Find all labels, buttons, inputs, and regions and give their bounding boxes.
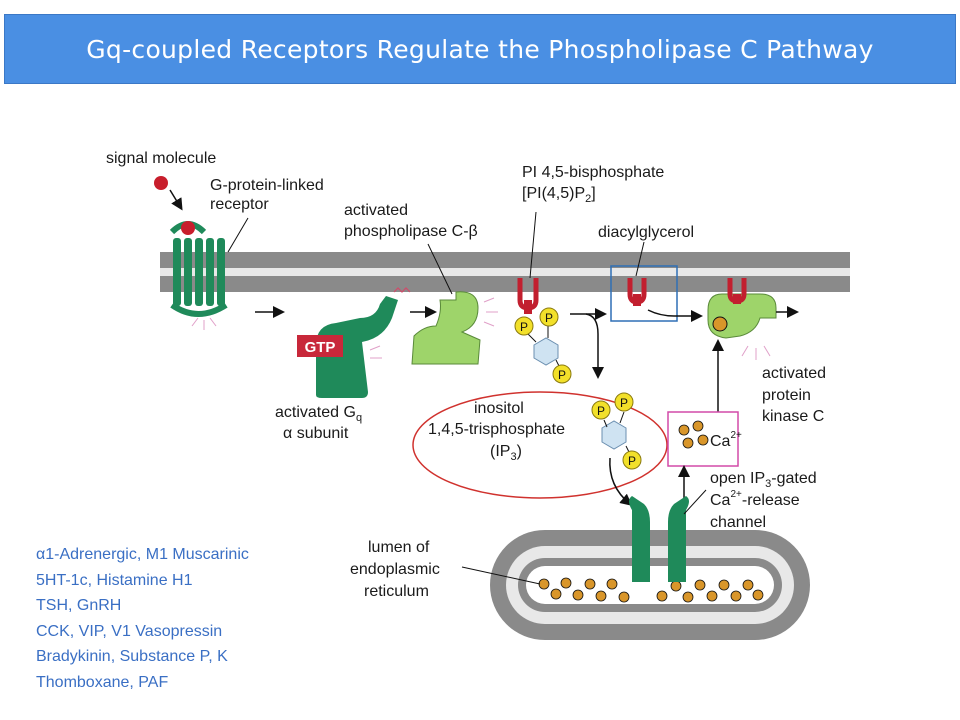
- label-gq-line1: activated Gq: [275, 404, 362, 424]
- label-ip3-line1: inositol: [474, 400, 524, 417]
- receptor-list-item: 5HT-1c, Histamine H1: [36, 571, 193, 589]
- label-er-line3: reticulum: [364, 583, 429, 600]
- phosphate-2: P: [545, 311, 553, 325]
- ip3-phosphate-3: P: [628, 454, 636, 468]
- activated-protein-kinase-c: [707, 278, 777, 360]
- phosphate-1: P: [520, 320, 528, 334]
- phosphate-3: P: [558, 368, 566, 382]
- label-plc-line1: activated: [344, 202, 408, 219]
- label-ip3-line2: 1,4,5-trisphosphate: [428, 421, 565, 438]
- label-pip2-line1: PI 4,5-bisphosphate: [522, 164, 664, 181]
- label-calcium: Ca2+: [710, 430, 742, 450]
- receptor-list-item: CCK, VIP, V1 Vasopressin: [36, 622, 223, 640]
- label-er-line2: endoplasmic: [350, 561, 440, 578]
- label-pkc-line1: activated: [762, 365, 826, 382]
- diacylglycerol-molecule: [627, 278, 647, 306]
- receptor-list: α1-Adrenergic, M1 Muscarinic 5HT-1c, His…: [36, 542, 249, 695]
- activated-phospholipase-c-beta: [411, 291, 498, 365]
- dag-highlight-box: [610, 265, 678, 322]
- label-ip3-line3: (IP3): [490, 443, 522, 463]
- label-channel-line2: Ca2+-release: [710, 489, 800, 509]
- calcium-ions-cytosol: [678, 420, 709, 449]
- receptor-list-item: TSH, GnRH: [36, 597, 122, 614]
- label-receptor-line2: receptor: [210, 196, 269, 213]
- gtp-badge: [297, 335, 343, 357]
- label-channel-line1: open IP3-gated: [710, 470, 817, 490]
- receptor-list-item: Bradykinin, Substance P, K: [36, 648, 228, 665]
- receptor-list-item: α1-Adrenergic, M1 Muscarinic: [36, 546, 249, 563]
- ip3-phosphate-2: P: [620, 396, 628, 410]
- label-pkc-line3: kinase C: [762, 408, 824, 425]
- endoplasmic-reticulum: [490, 530, 810, 640]
- activated-gq-alpha-subunit: [316, 287, 411, 398]
- ip3-phosphate-1: P: [597, 404, 605, 418]
- label-gq-line2: α subunit: [283, 425, 349, 442]
- title-bar: Gq-coupled Receptors Regulate the Phosph…: [4, 14, 956, 84]
- label-channel-line3: channel: [710, 514, 766, 531]
- ip3-gated-calcium-channel: [629, 496, 689, 582]
- gtp-label: GTP: [305, 339, 336, 356]
- pip2-molecule: P P P: [514, 278, 572, 384]
- ip3-highlight-ellipse: [412, 391, 668, 499]
- label-er-line1: lumen of: [368, 539, 430, 556]
- signal-molecule-free: [154, 176, 168, 190]
- label-plc-line2: phospholipase C-β: [344, 223, 478, 240]
- label-signal-molecule: signal molecule: [106, 150, 216, 167]
- label-pkc-line2: protein: [762, 387, 811, 404]
- calcium-highlight-box: [667, 411, 739, 467]
- ip3-molecule: P P P: [591, 392, 642, 470]
- receptor-list-item: Thomboxane, PAF: [36, 673, 169, 691]
- label-pip2-line2: [PI(4,5)P2]: [522, 185, 596, 205]
- slide-title: Gq-coupled Receptors Regulate the Phosph…: [86, 34, 874, 64]
- g-protein-linked-receptor: [169, 221, 228, 330]
- label-receptor-line1: G-protein-linked: [210, 177, 324, 194]
- label-dag: diacylglycerol: [598, 224, 694, 241]
- calcium-ions-lumen: [538, 577, 764, 603]
- signal-molecule-bound: [181, 221, 195, 235]
